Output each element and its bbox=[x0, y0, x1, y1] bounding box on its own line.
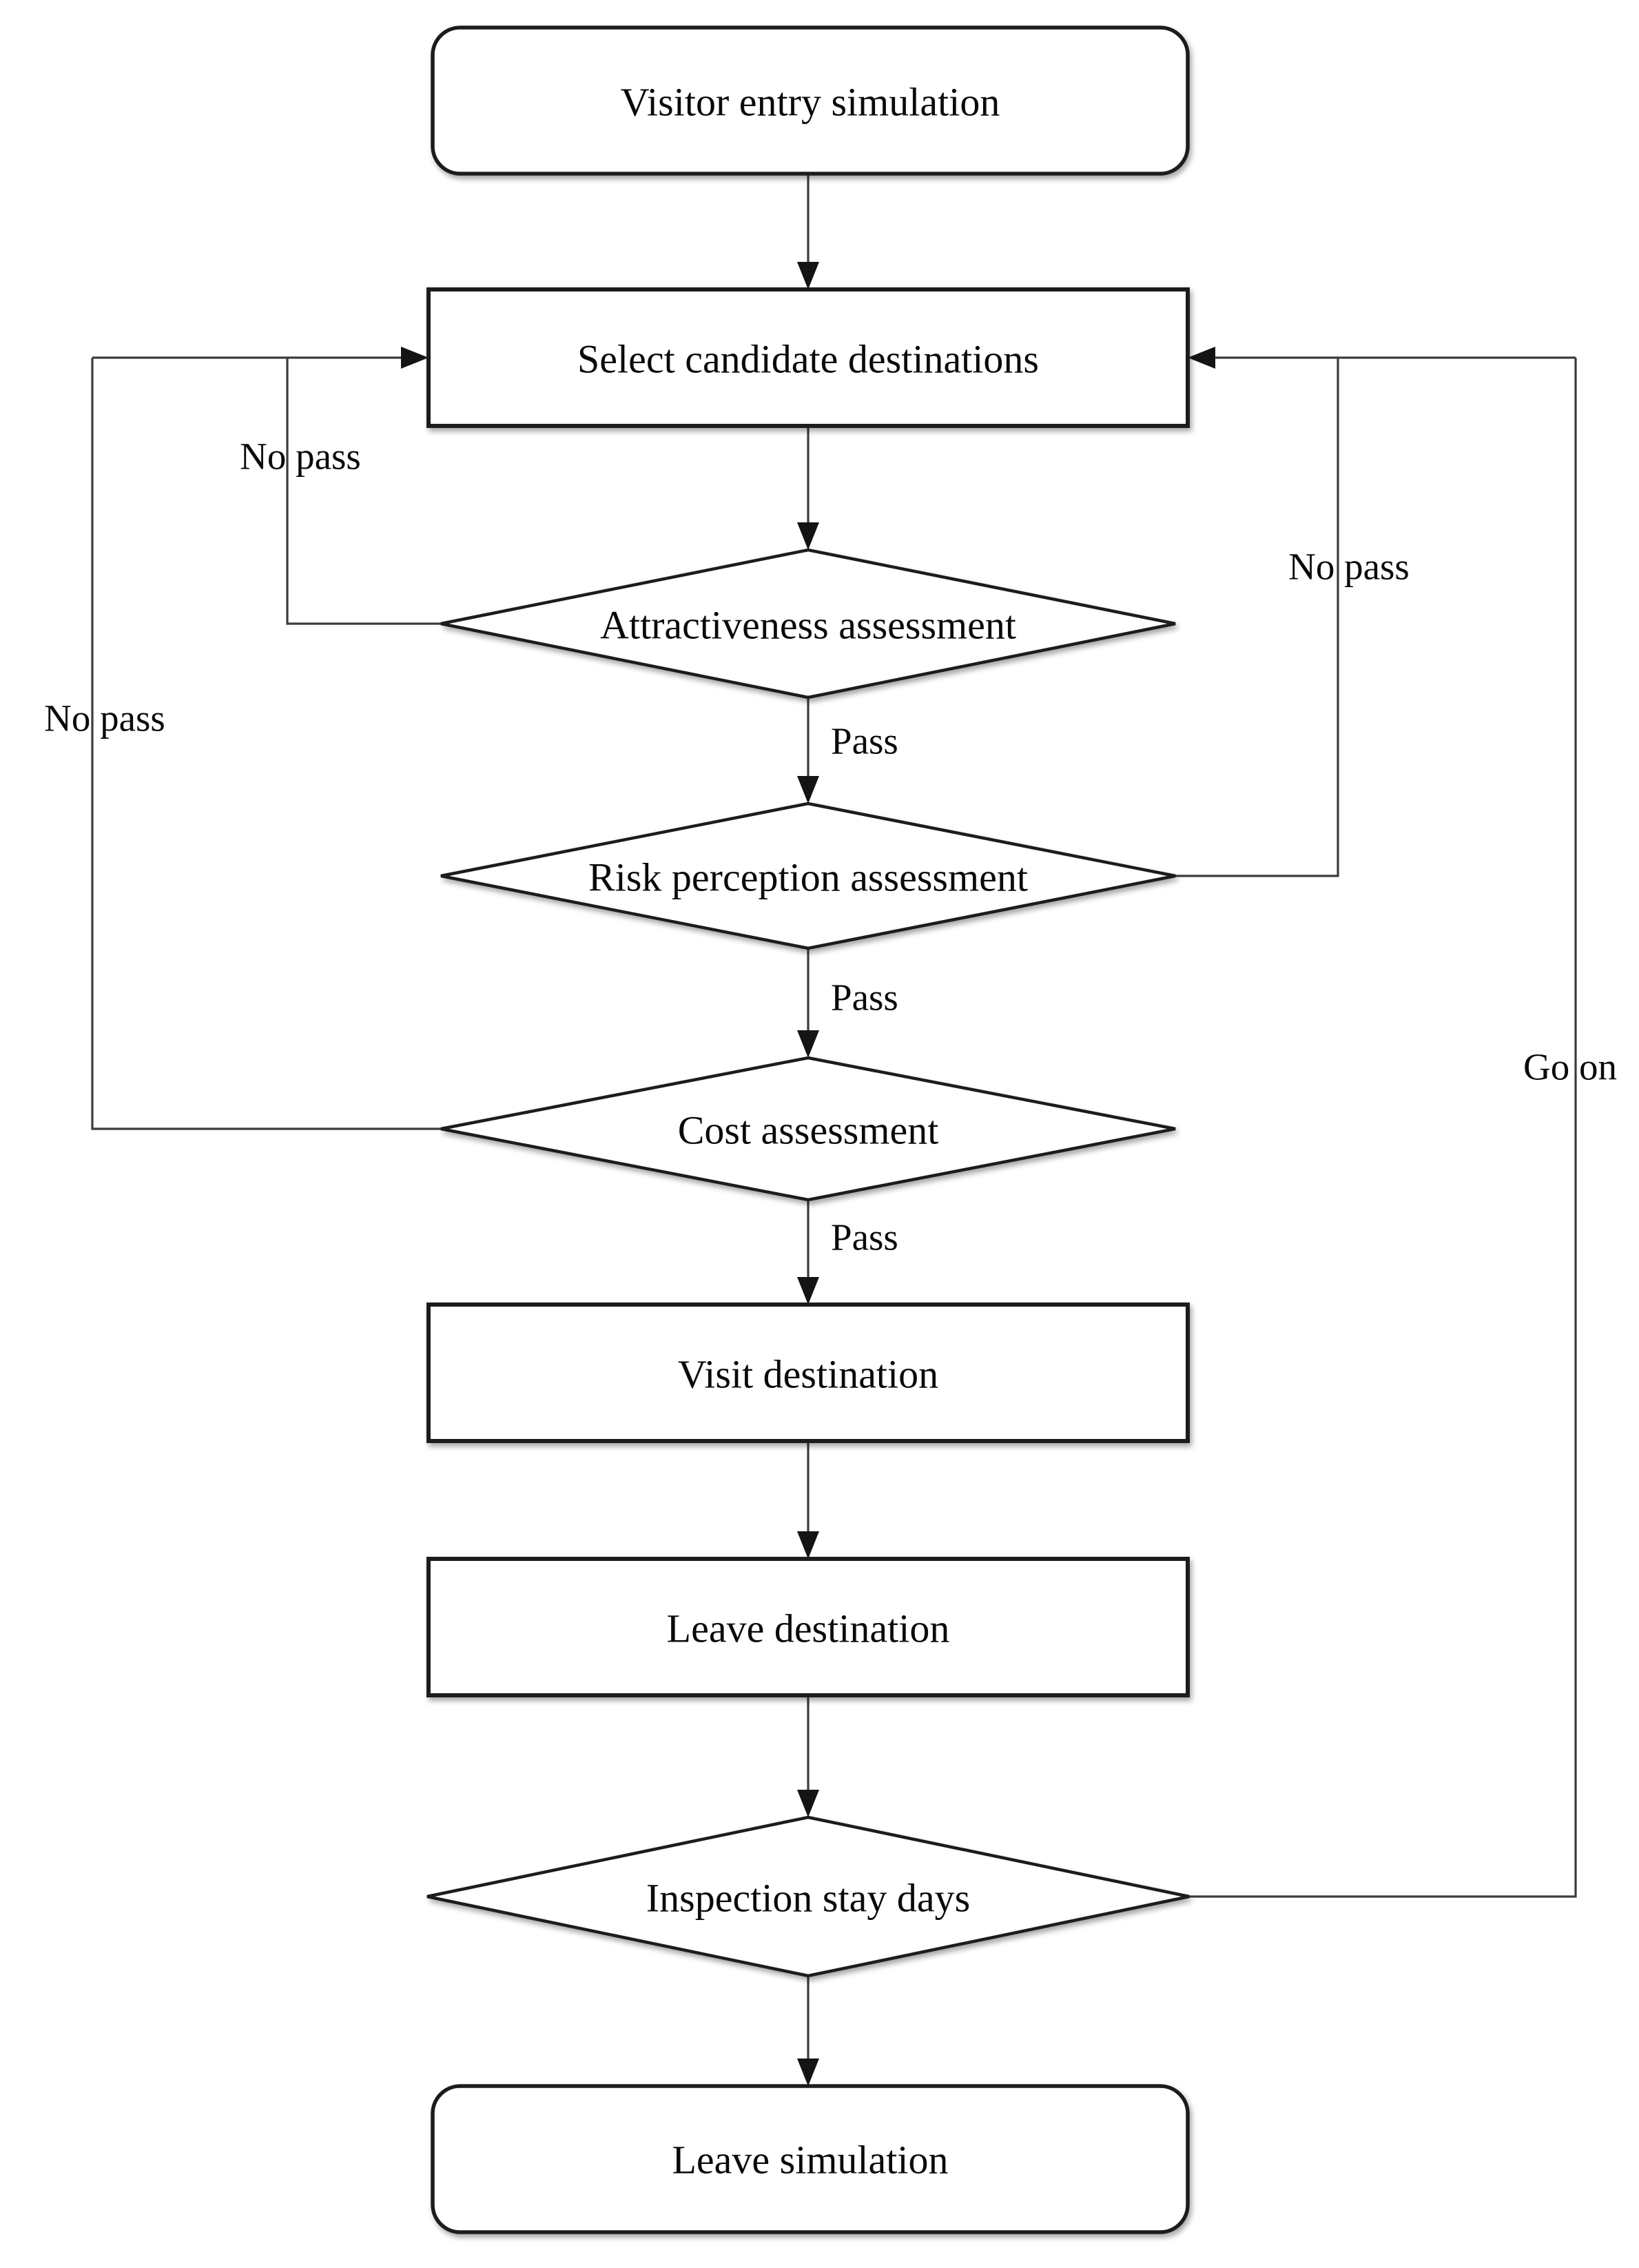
node-start-shape bbox=[431, 25, 1190, 176]
node-leave-destination: Leave destination bbox=[426, 1557, 1190, 1697]
edge-label-cost-no-pass: No pass bbox=[44, 697, 165, 739]
node-visit-shape bbox=[426, 1302, 1190, 1443]
node-cost: Cost assessment bbox=[440, 1056, 1176, 1202]
arrowhead-into-end bbox=[797, 2058, 819, 2086]
edge-label-cost-pass: Pass bbox=[831, 1216, 898, 1258]
arrowhead-into-risk bbox=[797, 776, 819, 804]
node-risk-label: Risk perception assessment bbox=[588, 855, 1028, 900]
edge-label-attractiveness-pass: Pass bbox=[831, 720, 898, 762]
node-attractiveness-shape bbox=[440, 548, 1176, 699]
arrowhead-into-inspection bbox=[797, 1790, 819, 1817]
node-start: Visitor entry simulation bbox=[431, 25, 1190, 176]
arrowhead-left-into-select bbox=[401, 347, 429, 369]
node-leave-destination-shape bbox=[426, 1557, 1190, 1697]
edge-attractiveness-no-pass bbox=[286, 358, 441, 625]
node-end: Leave simulation bbox=[431, 2084, 1190, 2234]
edge-label-inspection-go-on: Go on bbox=[1523, 1046, 1617, 1088]
arrowheads bbox=[401, 262, 1215, 2086]
arrowhead-right-into-select bbox=[1188, 347, 1215, 369]
node-cost-shape bbox=[440, 1056, 1176, 1202]
edge-label-risk-no-pass: No pass bbox=[1288, 546, 1410, 588]
node-visit-label: Visit destination bbox=[678, 1352, 938, 1397]
node-visit: Visit destination bbox=[426, 1302, 1190, 1443]
node-inspection-shape bbox=[426, 1815, 1190, 1978]
edge-cost-no-pass bbox=[91, 358, 441, 1130]
node-select-label: Select candidate destinations bbox=[577, 337, 1039, 382]
node-select: Select candidate destinations bbox=[426, 287, 1190, 428]
arrowhead-into-select bbox=[797, 262, 819, 289]
node-end-label: Leave simulation bbox=[672, 2138, 948, 2183]
node-inspection: Inspection stay days bbox=[426, 1815, 1190, 1978]
node-risk: Risk perception assessment bbox=[440, 801, 1176, 950]
node-select-shape bbox=[426, 287, 1190, 428]
node-risk-shape bbox=[440, 801, 1176, 950]
edge-label-attractiveness-no-pass: No pass bbox=[240, 436, 361, 478]
node-end-shape bbox=[431, 2084, 1190, 2234]
edge-risk-no-pass bbox=[1175, 358, 1339, 877]
arrowhead-into-cost bbox=[797, 1030, 819, 1058]
node-inspection-label: Inspection stay days bbox=[646, 1876, 970, 1921]
edge-labels: Pass Pass Pass No pass No pass No pass G… bbox=[44, 436, 1617, 1258]
edge-label-risk-pass: Pass bbox=[831, 977, 898, 1019]
edge-inspection-go-on bbox=[1189, 358, 1577, 1898]
node-cost-label: Cost assessment bbox=[678, 1108, 939, 1153]
node-attractiveness: Attractiveness assessment bbox=[440, 548, 1176, 699]
arrowhead-into-attractiveness bbox=[797, 522, 819, 550]
node-start-label: Visitor entry simulation bbox=[621, 80, 1000, 125]
arrowhead-into-visit bbox=[797, 1277, 819, 1305]
node-attractiveness-label: Attractiveness assessment bbox=[600, 603, 1016, 648]
node-leave-destination-label: Leave destination bbox=[667, 1606, 950, 1651]
edges bbox=[91, 174, 1577, 2082]
arrowhead-into-leave bbox=[797, 1531, 819, 1559]
